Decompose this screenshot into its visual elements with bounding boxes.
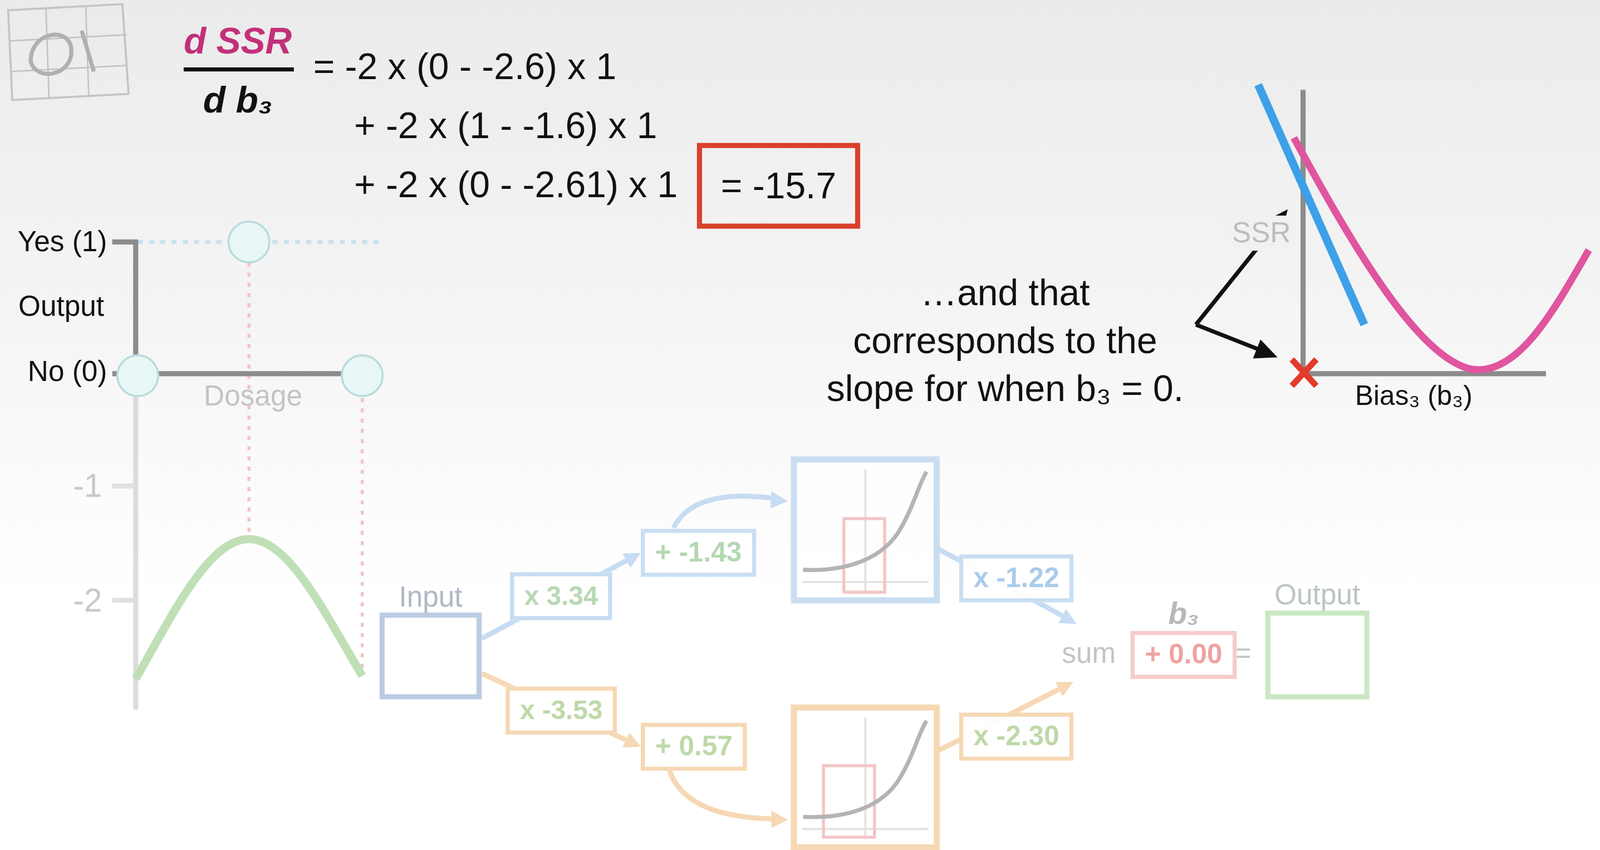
- derivative-denominator: d b₃: [203, 77, 273, 122]
- weight-connector: [481, 552, 641, 639]
- axis-tick-label: -1: [72, 465, 102, 505]
- activation-box: [793, 707, 937, 847]
- axis-tick-label: No (0): [27, 354, 108, 389]
- axis-title: Bias₃ (b₃): [1355, 379, 1473, 412]
- weight-connector: [481, 673, 641, 748]
- y-axis-faded: [133, 375, 139, 710]
- box-text: + 0.57: [655, 730, 733, 763]
- data-point: [117, 355, 159, 396]
- mini-axis: [864, 469, 867, 592]
- box-text: x -2.30: [973, 720, 1060, 753]
- weight-box: x -2.30: [959, 712, 1074, 760]
- tangent-line: [1258, 84, 1365, 325]
- output-box: Output: [1265, 610, 1370, 699]
- result-box: = -15.7: [697, 143, 861, 229]
- axis-title: Output: [18, 288, 105, 324]
- connector-line: [481, 673, 628, 741]
- mini-rect: [843, 518, 885, 592]
- logo-scribble: [30, 30, 95, 75]
- arrowhead: [622, 552, 641, 568]
- ssr-axis: [1300, 89, 1306, 376]
- arrowhead: [1058, 608, 1077, 624]
- leader-arrow: [1195, 324, 1259, 350]
- dotted-drop: [360, 398, 364, 674]
- activation-box: [793, 459, 937, 601]
- callout-note: …and that corresponds to the slope for w…: [826, 268, 1185, 412]
- arrowhead: [771, 810, 788, 828]
- green-curve: [135, 538, 363, 679]
- fraction-bar: [183, 67, 294, 72]
- tick: [112, 239, 139, 245]
- mini-rect: [823, 765, 875, 837]
- tick: [112, 597, 136, 603]
- activation-curve: [803, 471, 927, 570]
- flow-arrow: [673, 496, 773, 528]
- logo-grid: [10, 6, 128, 98]
- arrowhead: [1253, 339, 1278, 358]
- logo-frame: [8, 3, 129, 100]
- bias-axis: [1301, 370, 1546, 376]
- flow-arrow: [668, 766, 773, 819]
- edge-label: x -3.53: [505, 685, 617, 734]
- bias-box: + -1.43: [640, 528, 757, 577]
- connector-line: [481, 559, 628, 639]
- derivative-numerator: d SSR: [183, 18, 292, 63]
- arrowhead: [770, 491, 788, 509]
- mini-axis: [864, 717, 867, 839]
- equation-line: = -2 x (0 - -2.6) x 1: [313, 44, 617, 89]
- box-text: = -15.7: [720, 164, 837, 208]
- activation-curve: [803, 720, 927, 817]
- data-point: [228, 221, 270, 263]
- arrowhead: [1054, 681, 1074, 696]
- input-box: Input: [379, 612, 482, 700]
- axis-tick-label: Yes (1): [17, 224, 108, 260]
- edge-label: x 3.34: [509, 571, 613, 620]
- equals-sign: =: [1234, 635, 1251, 671]
- red-x-stroke: [1291, 359, 1317, 386]
- data-point: [341, 355, 383, 396]
- sum-label: sum: [1061, 635, 1116, 671]
- equation-line: + -2 x (1 - -1.6) x 1: [354, 103, 658, 148]
- axis-tick-label: -2: [72, 580, 102, 620]
- box-text: x -1.22: [973, 562, 1060, 595]
- axis-title: SSR: [1229, 215, 1295, 250]
- weight-box: x -1.22: [959, 553, 1074, 602]
- box-heading: b₃: [1168, 595, 1200, 631]
- logo: [8, 3, 129, 100]
- tick: [112, 483, 136, 489]
- final-bias-box: b₃+ 0.00: [1130, 630, 1237, 679]
- equation-line: + -2 x (0 - -2.61) x 1: [354, 162, 678, 207]
- arrowhead: [622, 732, 641, 748]
- axis-title: Dosage: [203, 378, 303, 414]
- red-x-stroke: [1291, 359, 1317, 386]
- ssr-parabola: [1293, 137, 1589, 370]
- box-text: + 0.00: [1145, 638, 1223, 671]
- bias-box: + 0.57: [640, 722, 747, 771]
- box-text: + -1.43: [655, 536, 742, 569]
- box-heading: Input: [398, 580, 463, 614]
- red-x: [1291, 359, 1317, 386]
- box-heading: Output: [1274, 578, 1361, 612]
